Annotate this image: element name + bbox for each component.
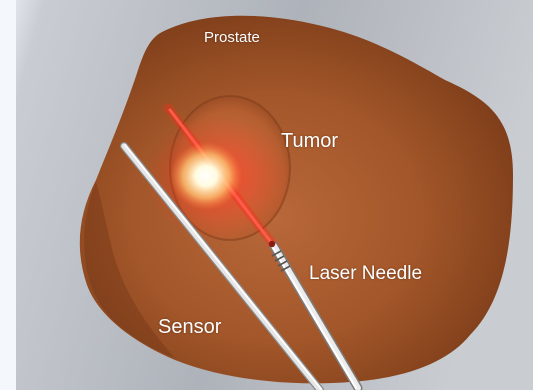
tumor-label: Tumor	[281, 130, 338, 153]
sensor-label: Sensor	[158, 316, 221, 339]
laser-hotspot	[170, 142, 242, 210]
left-white-edge	[0, 0, 16, 390]
prostate-label: Prostate	[204, 29, 260, 46]
laser-needle-tip	[269, 241, 275, 247]
laser-needle-label: Laser Needle	[309, 263, 422, 285]
